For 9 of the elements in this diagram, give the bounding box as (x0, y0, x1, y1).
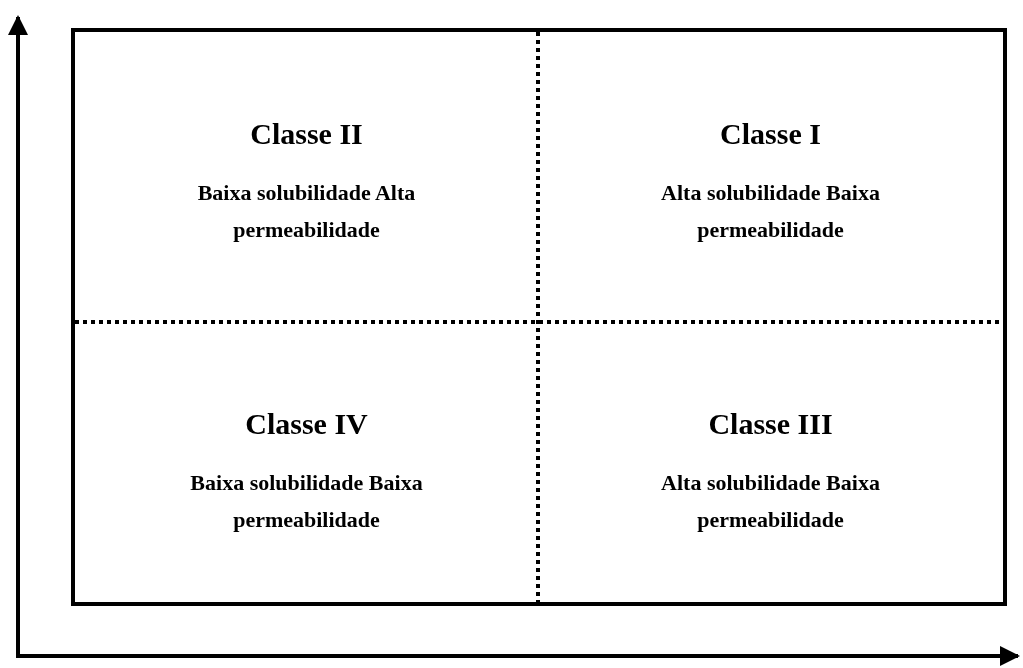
class-title: Classe II (249, 116, 364, 152)
class-description: Baixa solubilidade Alta permeabilidade (196, 179, 417, 244)
class-title: Classe III (707, 406, 834, 442)
class-title: Classe I (719, 116, 822, 152)
class-description: Alta solubilidade Baixa permeabilidade (660, 179, 881, 244)
class-description: Baixa solubilidade Baixa permeabilidade (189, 469, 424, 534)
class-title: Classe IV (244, 406, 369, 442)
class-description: Alta solubilidade Baixa permeabilidade (660, 469, 881, 534)
chart-frame (71, 28, 1007, 606)
